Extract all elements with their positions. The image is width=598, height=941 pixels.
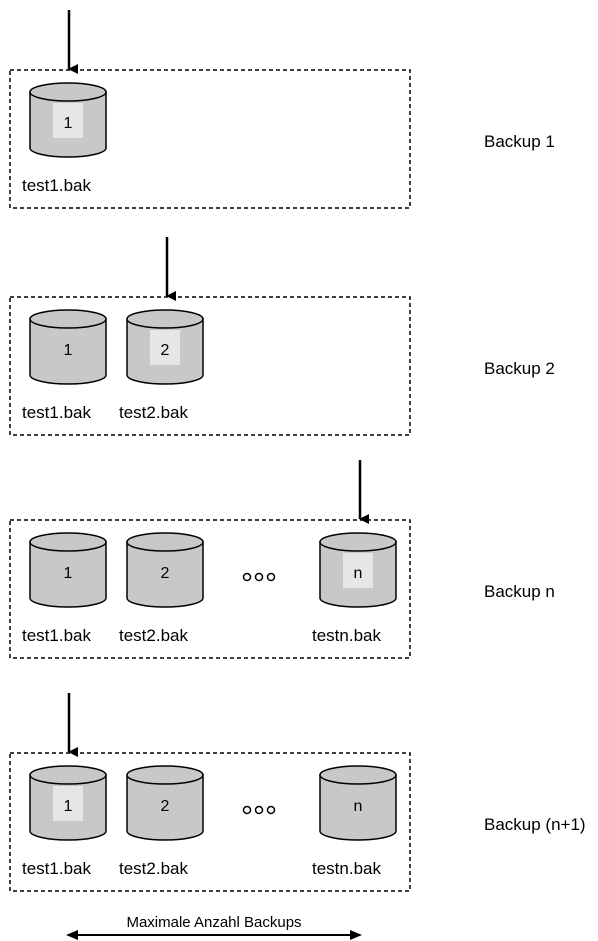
backup-set-box <box>9 296 411 436</box>
backup-file-disk: n testn.bak <box>312 532 397 645</box>
disk-number: n <box>354 565 363 582</box>
backup-file-label: test1.bak <box>22 403 91 422</box>
disk-cylinder-icon <box>29 541 107 608</box>
ellipsis-dot <box>254 572 264 582</box>
backup-row: 1 test1.bak Backup 1 <box>9 10 555 209</box>
disk-number: 2 <box>161 798 170 815</box>
backup-file-label: testn.bak <box>312 859 381 878</box>
backup-file-disk: 1 test1.bak <box>22 532 107 645</box>
current-backup-highlight <box>53 103 83 138</box>
ellipsis-icon <box>242 805 276 815</box>
disk-cylinder-icon <box>319 774 397 841</box>
ellipsis-dot <box>242 572 252 582</box>
disk-top <box>29 765 107 785</box>
backup-step-label: Backup n <box>484 582 555 601</box>
disk-top <box>126 765 204 785</box>
backup-file-disk: 1 test1.bak <box>22 765 107 878</box>
backup-file-label: test1.bak <box>22 176 91 195</box>
disk-cylinder-icon <box>126 774 204 841</box>
disk-cylinder-icon <box>29 318 107 385</box>
backup-file-label: testn.bak <box>312 626 381 645</box>
ellipsis-dot <box>254 805 264 815</box>
disk-top <box>29 82 107 102</box>
backup-set-box <box>9 752 411 892</box>
current-backup-highlight <box>150 330 180 365</box>
disk-number: 1 <box>64 115 73 132</box>
disk-top <box>319 532 397 552</box>
backup-step-label: Backup (n+1) <box>484 815 586 834</box>
backup-file-label: test1.bak <box>22 626 91 645</box>
backup-set-box <box>9 519 411 659</box>
disk-number: 2 <box>161 342 170 359</box>
max-count-caption: Maximale Anzahl Backups <box>126 914 301 931</box>
backup-row: 1 test1.bak 2 test2.bak n testn.bak Backup (n+… <box>9 693 586 892</box>
backup-set-box <box>9 69 411 209</box>
backup-file-label: test2.bak <box>119 403 188 422</box>
disk-number: 1 <box>64 342 73 359</box>
ellipsis-icon <box>242 572 276 582</box>
disk-number: 2 <box>161 565 170 582</box>
backup-file-disk: n testn.bak <box>312 765 397 878</box>
disk-top <box>126 309 204 329</box>
ellipsis-dot <box>266 805 276 815</box>
max-count-arrow-right-head <box>350 930 362 940</box>
current-backup-highlight <box>53 786 83 821</box>
current-backup-highlight <box>343 553 373 588</box>
backup-row: 1 test1.bak 2 test2.bak Backup 2 <box>9 237 555 436</box>
backup-file-disk: 2 test2.bak <box>119 765 204 878</box>
backup-file-disk: 1 test1.bak <box>22 309 107 422</box>
backup-file-disk: 2 test2.bak <box>119 532 204 645</box>
backup-file-disk: 2 test2.bak <box>119 309 204 422</box>
disk-number: 1 <box>64 798 73 815</box>
backup-file-label: test2.bak <box>119 626 188 645</box>
backup-row: 1 test1.bak 2 test2.bak n testn.bak Backup n <box>9 460 555 659</box>
disk-top <box>319 765 397 785</box>
backup-file-label: test1.bak <box>22 859 91 878</box>
disk-number: 1 <box>64 565 73 582</box>
backup-step-label: Backup 2 <box>484 359 555 378</box>
footer: Maximale Anzahl Backups <box>66 914 362 940</box>
disk-number: n <box>354 798 363 815</box>
backup-file-disk: 1 test1.bak <box>22 82 107 195</box>
max-count-arrow-left-head <box>66 930 78 940</box>
backup-file-label: test2.bak <box>119 859 188 878</box>
disk-top <box>29 532 107 552</box>
ellipsis-dot <box>242 805 252 815</box>
disk-cylinder-icon <box>126 541 204 608</box>
ellipsis-dot <box>266 572 276 582</box>
disk-top <box>126 532 204 552</box>
backup-step-label: Backup 1 <box>484 132 555 151</box>
disk-top <box>29 309 107 329</box>
